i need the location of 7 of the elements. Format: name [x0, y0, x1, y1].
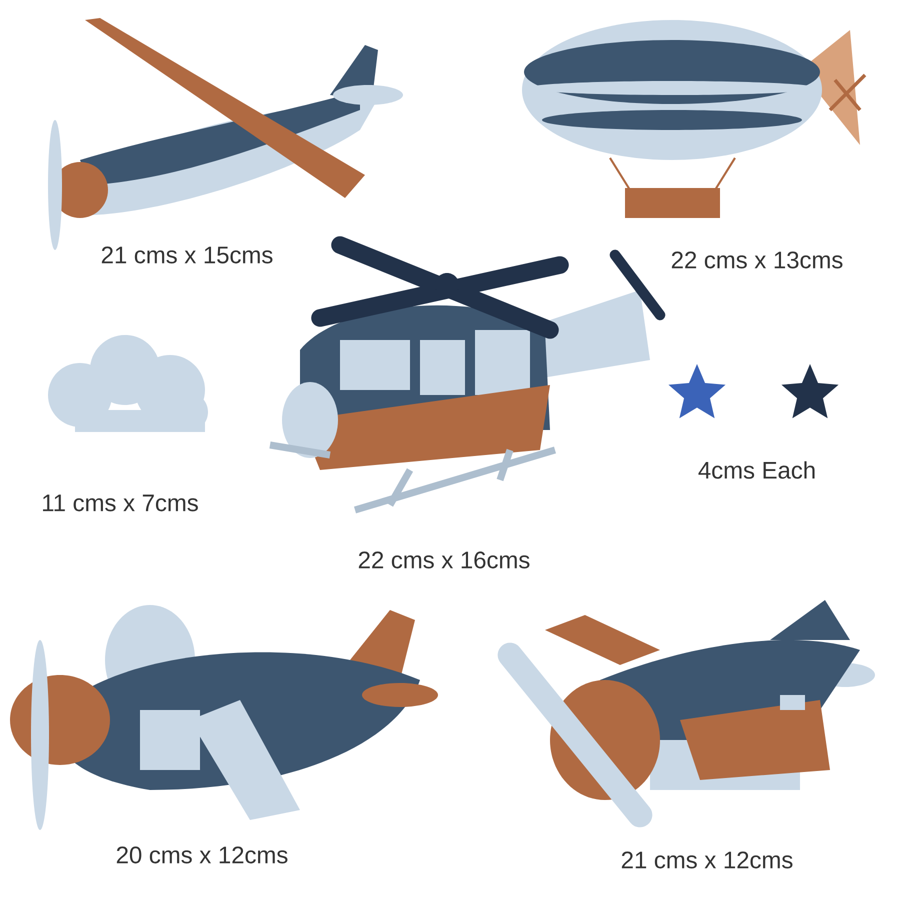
dimension-label: 22 cms x 13cms: [672, 252, 842, 268]
dimension-label: 22 cms x 16cms: [358, 552, 530, 568]
dimension-label: 21 cms x 15cms: [102, 246, 272, 264]
dimension-label: 11 cms x 7cms: [43, 494, 198, 512]
dimension-label: 4cms Each: [698, 461, 815, 479]
dimension-label: 20 cms x 12cms: [116, 846, 288, 864]
dimension-label: 21 cms x 12cms: [622, 852, 792, 868]
